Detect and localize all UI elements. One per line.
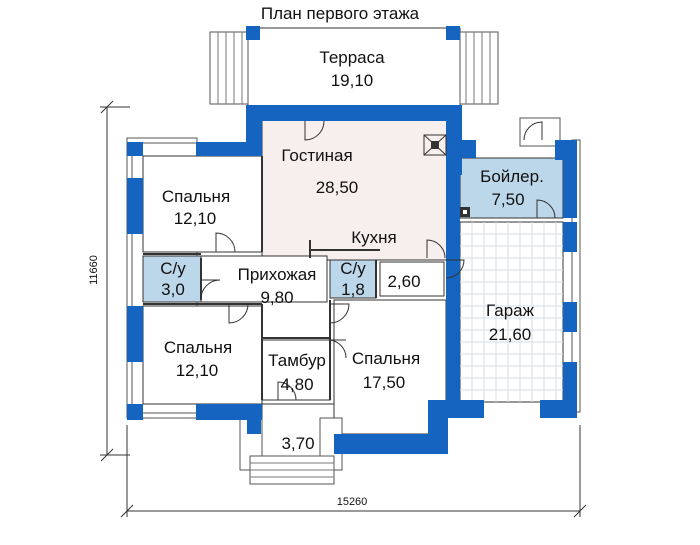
porch — [239, 403, 343, 485]
wc2-area: 1,8 — [341, 280, 365, 299]
fixtures — [423, 134, 470, 217]
partitions — [143, 156, 380, 400]
vestibule-name: Тамбур — [268, 351, 326, 370]
bedroom-1 — [142, 155, 263, 253]
wc1-name: С/у — [160, 259, 186, 278]
bedroom3-area: 17,50 — [363, 373, 406, 392]
wc2-name: С/у — [340, 259, 366, 278]
boiler-area: 7,50 — [491, 190, 524, 209]
kitchen-name: Кухня — [351, 228, 397, 247]
terrace — [209, 26, 499, 109]
bedroom2-name: Спальня — [164, 338, 232, 357]
vestibule-area: 4,80 — [280, 375, 313, 394]
porch-area: 3,70 — [281, 434, 314, 453]
bedroom2-area: 12,10 — [176, 361, 219, 380]
boiler-name: Бойлер. — [480, 167, 544, 186]
garage-area: 21,60 — [489, 325, 532, 344]
garage-floor-grid — [460, 222, 563, 402]
hall — [200, 255, 328, 303]
doors — [200, 120, 556, 401]
height-dimension — [100, 100, 130, 462]
storage-area: 2,60 — [387, 272, 420, 291]
bedroom1-area: 12,10 — [174, 209, 217, 228]
width-dimension — [120, 425, 587, 518]
living-room — [261, 119, 449, 261]
bedroom-3 — [333, 299, 447, 435]
storage — [379, 261, 445, 297]
wc-1 — [142, 255, 202, 303]
height-dimension-label: 11660 — [88, 255, 100, 285]
plan-title: План первого этажа — [261, 4, 420, 23]
hall-name: Прихожая — [238, 265, 317, 284]
terrace-name: Терраса — [319, 48, 385, 67]
wc1-area: 3,0 — [161, 280, 185, 299]
boiler-room — [459, 157, 564, 219]
terrace-area: 19,10 — [331, 71, 374, 90]
living-name: Гостиная — [281, 146, 352, 165]
bedroom3-name: Спальня — [352, 349, 420, 368]
garage-name: Гараж — [486, 301, 535, 320]
living-area: 28,50 — [316, 178, 359, 197]
garage — [459, 221, 564, 403]
width-dimension-label: 15260 — [337, 496, 368, 508]
walls — [127, 105, 577, 454]
hall-area: 9,80 — [260, 288, 293, 307]
bedroom1-name: Спальня — [162, 187, 230, 206]
wc-2 — [329, 259, 377, 299]
